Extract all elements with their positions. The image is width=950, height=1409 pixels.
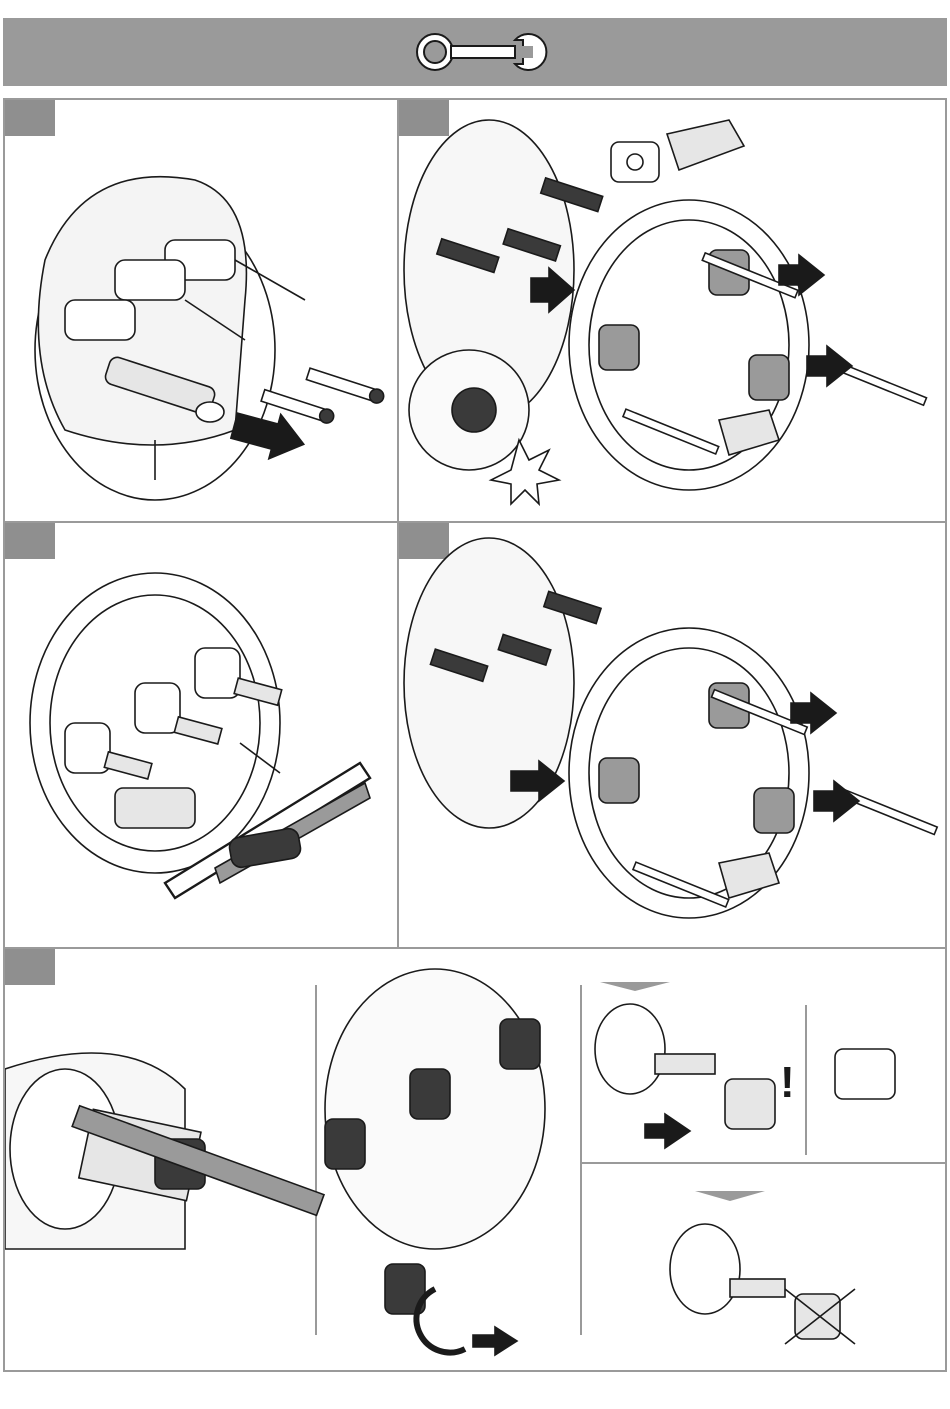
remove-plate-illustration [399,523,947,949]
step-5-panel: ! [3,947,947,1372]
step-1-panel [3,98,399,523]
step-2-panel [397,98,947,523]
measure-and-fit-sleeves-illustration: ! [5,949,947,1372]
saw-cut-spindles-illustration [5,523,399,949]
valve-plate-assembly-illustration [399,100,947,523]
notice-exclamation: ! [780,1058,795,1107]
step-4-panel [397,521,947,949]
mounting-bolts-illustration [5,100,399,523]
step-3-panel [3,521,399,949]
header-bar [3,18,947,86]
wrench-icon [3,18,947,86]
